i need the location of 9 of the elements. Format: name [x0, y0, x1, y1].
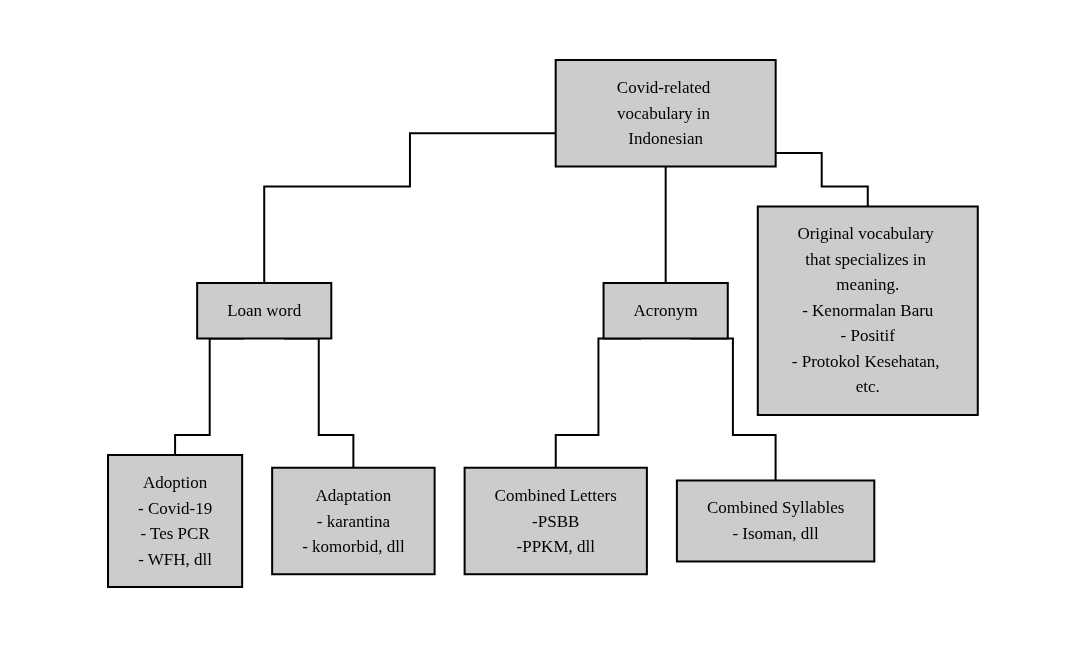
node-box: Adoption - Covid-19 - Tes PCR - WFH, dll	[107, 453, 244, 588]
node-box: Acronym	[602, 281, 729, 339]
node-box: Covid-related vocabulary in Indonesian	[554, 58, 777, 167]
connector	[664, 165, 667, 284]
node-box: Combined Letters -PSBB -PPKM, dll	[463, 466, 648, 575]
node-box: Loan word	[196, 281, 333, 339]
node-box: Combined Syllables - Isoman, dll	[676, 479, 876, 562]
node-box: Original vocabulary that specializes in meaning. - Kenormalan Baru - Positif - Protokol Kesehatan, etc.	[756, 205, 979, 416]
node-box: Adaptation - karantina - komorbid, dll	[271, 466, 436, 575]
